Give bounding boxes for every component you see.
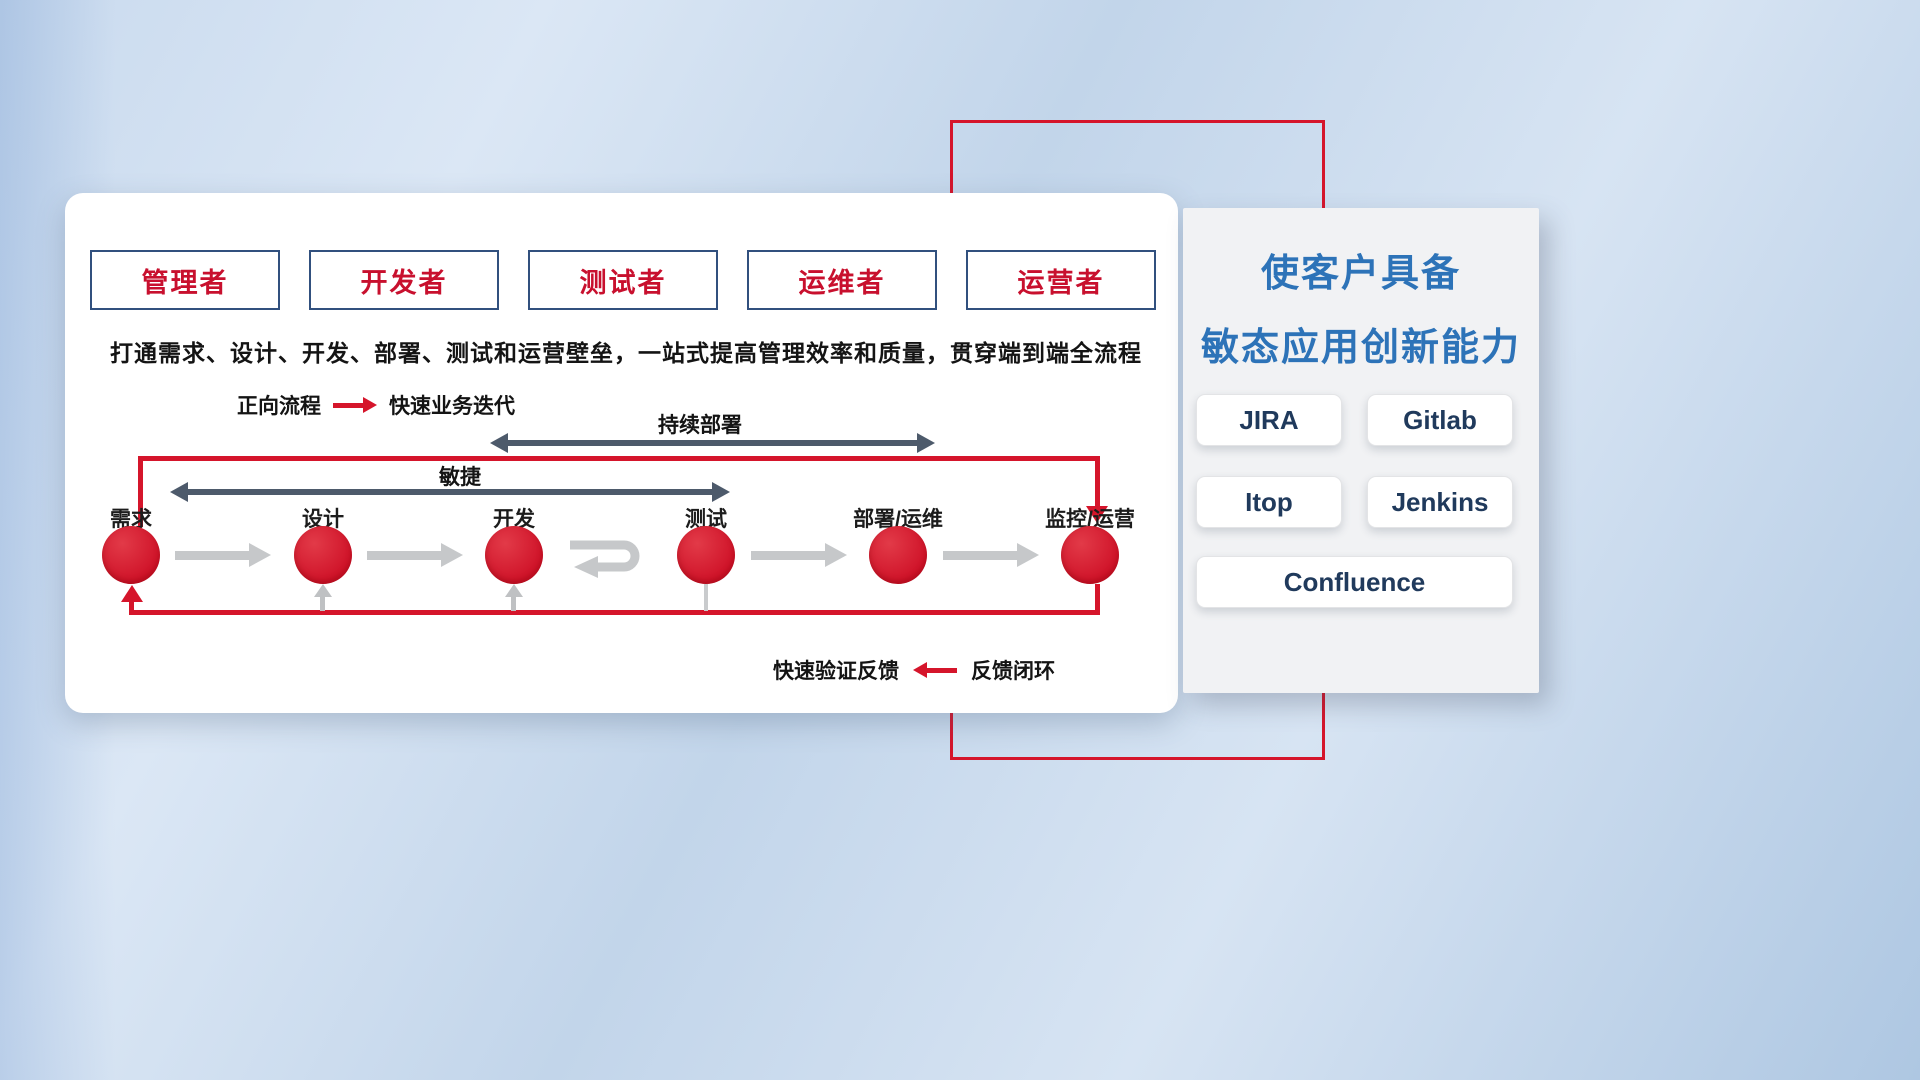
tool-chip-gitlab: Gitlab bbox=[1367, 394, 1513, 446]
devops-flow-card: 管理者 开发者 测试者 运维者 运营者 打通需求、设计、开发、部署、测试和运营壁… bbox=[65, 193, 1178, 713]
legend-feedback-value: 反馈闭环 bbox=[971, 660, 1055, 683]
feedback-loop-arrowhead-icon bbox=[121, 585, 143, 602]
legend-forward-value: 快速业务迭代 bbox=[389, 395, 515, 418]
feedback-loop-bottom-line bbox=[129, 610, 1100, 615]
node-label-development: 开发 bbox=[493, 508, 535, 531]
flow-arrow-icon bbox=[943, 543, 1039, 567]
node-circle-requirements bbox=[102, 526, 160, 584]
feedback-up-arrowhead-dev-icon bbox=[505, 584, 523, 597]
legend-forward: 正向流程 快速业务迭代 bbox=[237, 390, 515, 420]
node-circle-development bbox=[485, 526, 543, 584]
panel-title-line1: 使客户具备 bbox=[1260, 253, 1461, 295]
panel-title-line2: 敏态应用创新能力 bbox=[1200, 327, 1521, 369]
feedback-loop-left-line bbox=[129, 600, 134, 615]
agile-arrow-icon bbox=[170, 482, 730, 502]
node-label-deploy-ops: 部署/运维 bbox=[853, 508, 943, 531]
node-label-monitor-ops: 监控/运营 bbox=[1045, 508, 1135, 531]
feedback-up-arrowhead-design-icon bbox=[314, 584, 332, 597]
forward-loop-top-line bbox=[138, 456, 1100, 461]
flow-arrow-icon bbox=[751, 543, 847, 567]
feedback-up-arrow-dev bbox=[511, 597, 516, 611]
legend-feedback: 快速验证反馈 反馈闭环 bbox=[773, 655, 1055, 685]
feedback-up-arrow-design bbox=[320, 597, 325, 611]
flow-arrow-icon bbox=[367, 543, 463, 567]
legend-feedback-label: 快速验证反馈 bbox=[773, 660, 899, 683]
role-label: 测试者 bbox=[579, 267, 667, 298]
node-label-requirements: 需求 bbox=[110, 508, 152, 531]
continuous-deployment-arrow-icon bbox=[490, 433, 935, 453]
node-label-testing: 测试 bbox=[685, 508, 727, 531]
node-label-design: 设计 bbox=[302, 508, 344, 531]
agile-label: 敏捷 bbox=[439, 466, 481, 489]
role-box-developer: 开发者 bbox=[309, 250, 499, 310]
flow-arrow-icon bbox=[175, 543, 271, 567]
capability-panel: 使客户具备 敏态应用创新能力 JIRA Gitlab Itop Jenkins … bbox=[1183, 208, 1539, 693]
role-box-tester: 测试者 bbox=[528, 250, 718, 310]
roles-row: 管理者 开发者 测试者 运维者 运营者 bbox=[90, 250, 1156, 310]
forward-loop-arrowhead-icon bbox=[1086, 506, 1108, 523]
feedback-loop-right-line bbox=[1095, 584, 1100, 615]
tool-chip-jira: JIRA bbox=[1196, 394, 1342, 446]
role-label: 管理者 bbox=[141, 267, 229, 298]
node-circle-deploy-ops bbox=[869, 526, 927, 584]
forward-loop-left-line bbox=[138, 456, 143, 527]
continuous-deployment-label: 持续部署 bbox=[658, 414, 742, 437]
description-text: 打通需求、设计、开发、部署、测试和运营壁垒，一站式提高管理效率和质量，贯穿端到端… bbox=[110, 340, 1142, 366]
node-circle-design bbox=[294, 526, 352, 584]
role-label: 运营者 bbox=[1017, 267, 1105, 298]
node-circle-testing bbox=[677, 526, 735, 584]
node-circle-monitor-ops bbox=[1061, 526, 1119, 584]
role-label: 开发者 bbox=[360, 267, 448, 298]
legend-forward-label: 正向流程 bbox=[237, 395, 321, 418]
role-box-manager: 管理者 bbox=[90, 250, 280, 310]
role-box-operations: 运维者 bbox=[747, 250, 937, 310]
tool-chip-itop: Itop bbox=[1196, 476, 1342, 528]
loopback-arrow-icon bbox=[570, 540, 640, 578]
feedback-connector-test bbox=[704, 584, 708, 611]
tool-chip-confluence: Confluence bbox=[1196, 556, 1513, 608]
role-label: 运维者 bbox=[798, 267, 886, 298]
role-box-business-ops: 运营者 bbox=[966, 250, 1156, 310]
tool-chip-jenkins: Jenkins bbox=[1367, 476, 1513, 528]
forward-arrow-icon bbox=[333, 397, 377, 413]
feedback-arrow-icon bbox=[913, 662, 957, 678]
forward-loop-right-line bbox=[1095, 456, 1100, 508]
